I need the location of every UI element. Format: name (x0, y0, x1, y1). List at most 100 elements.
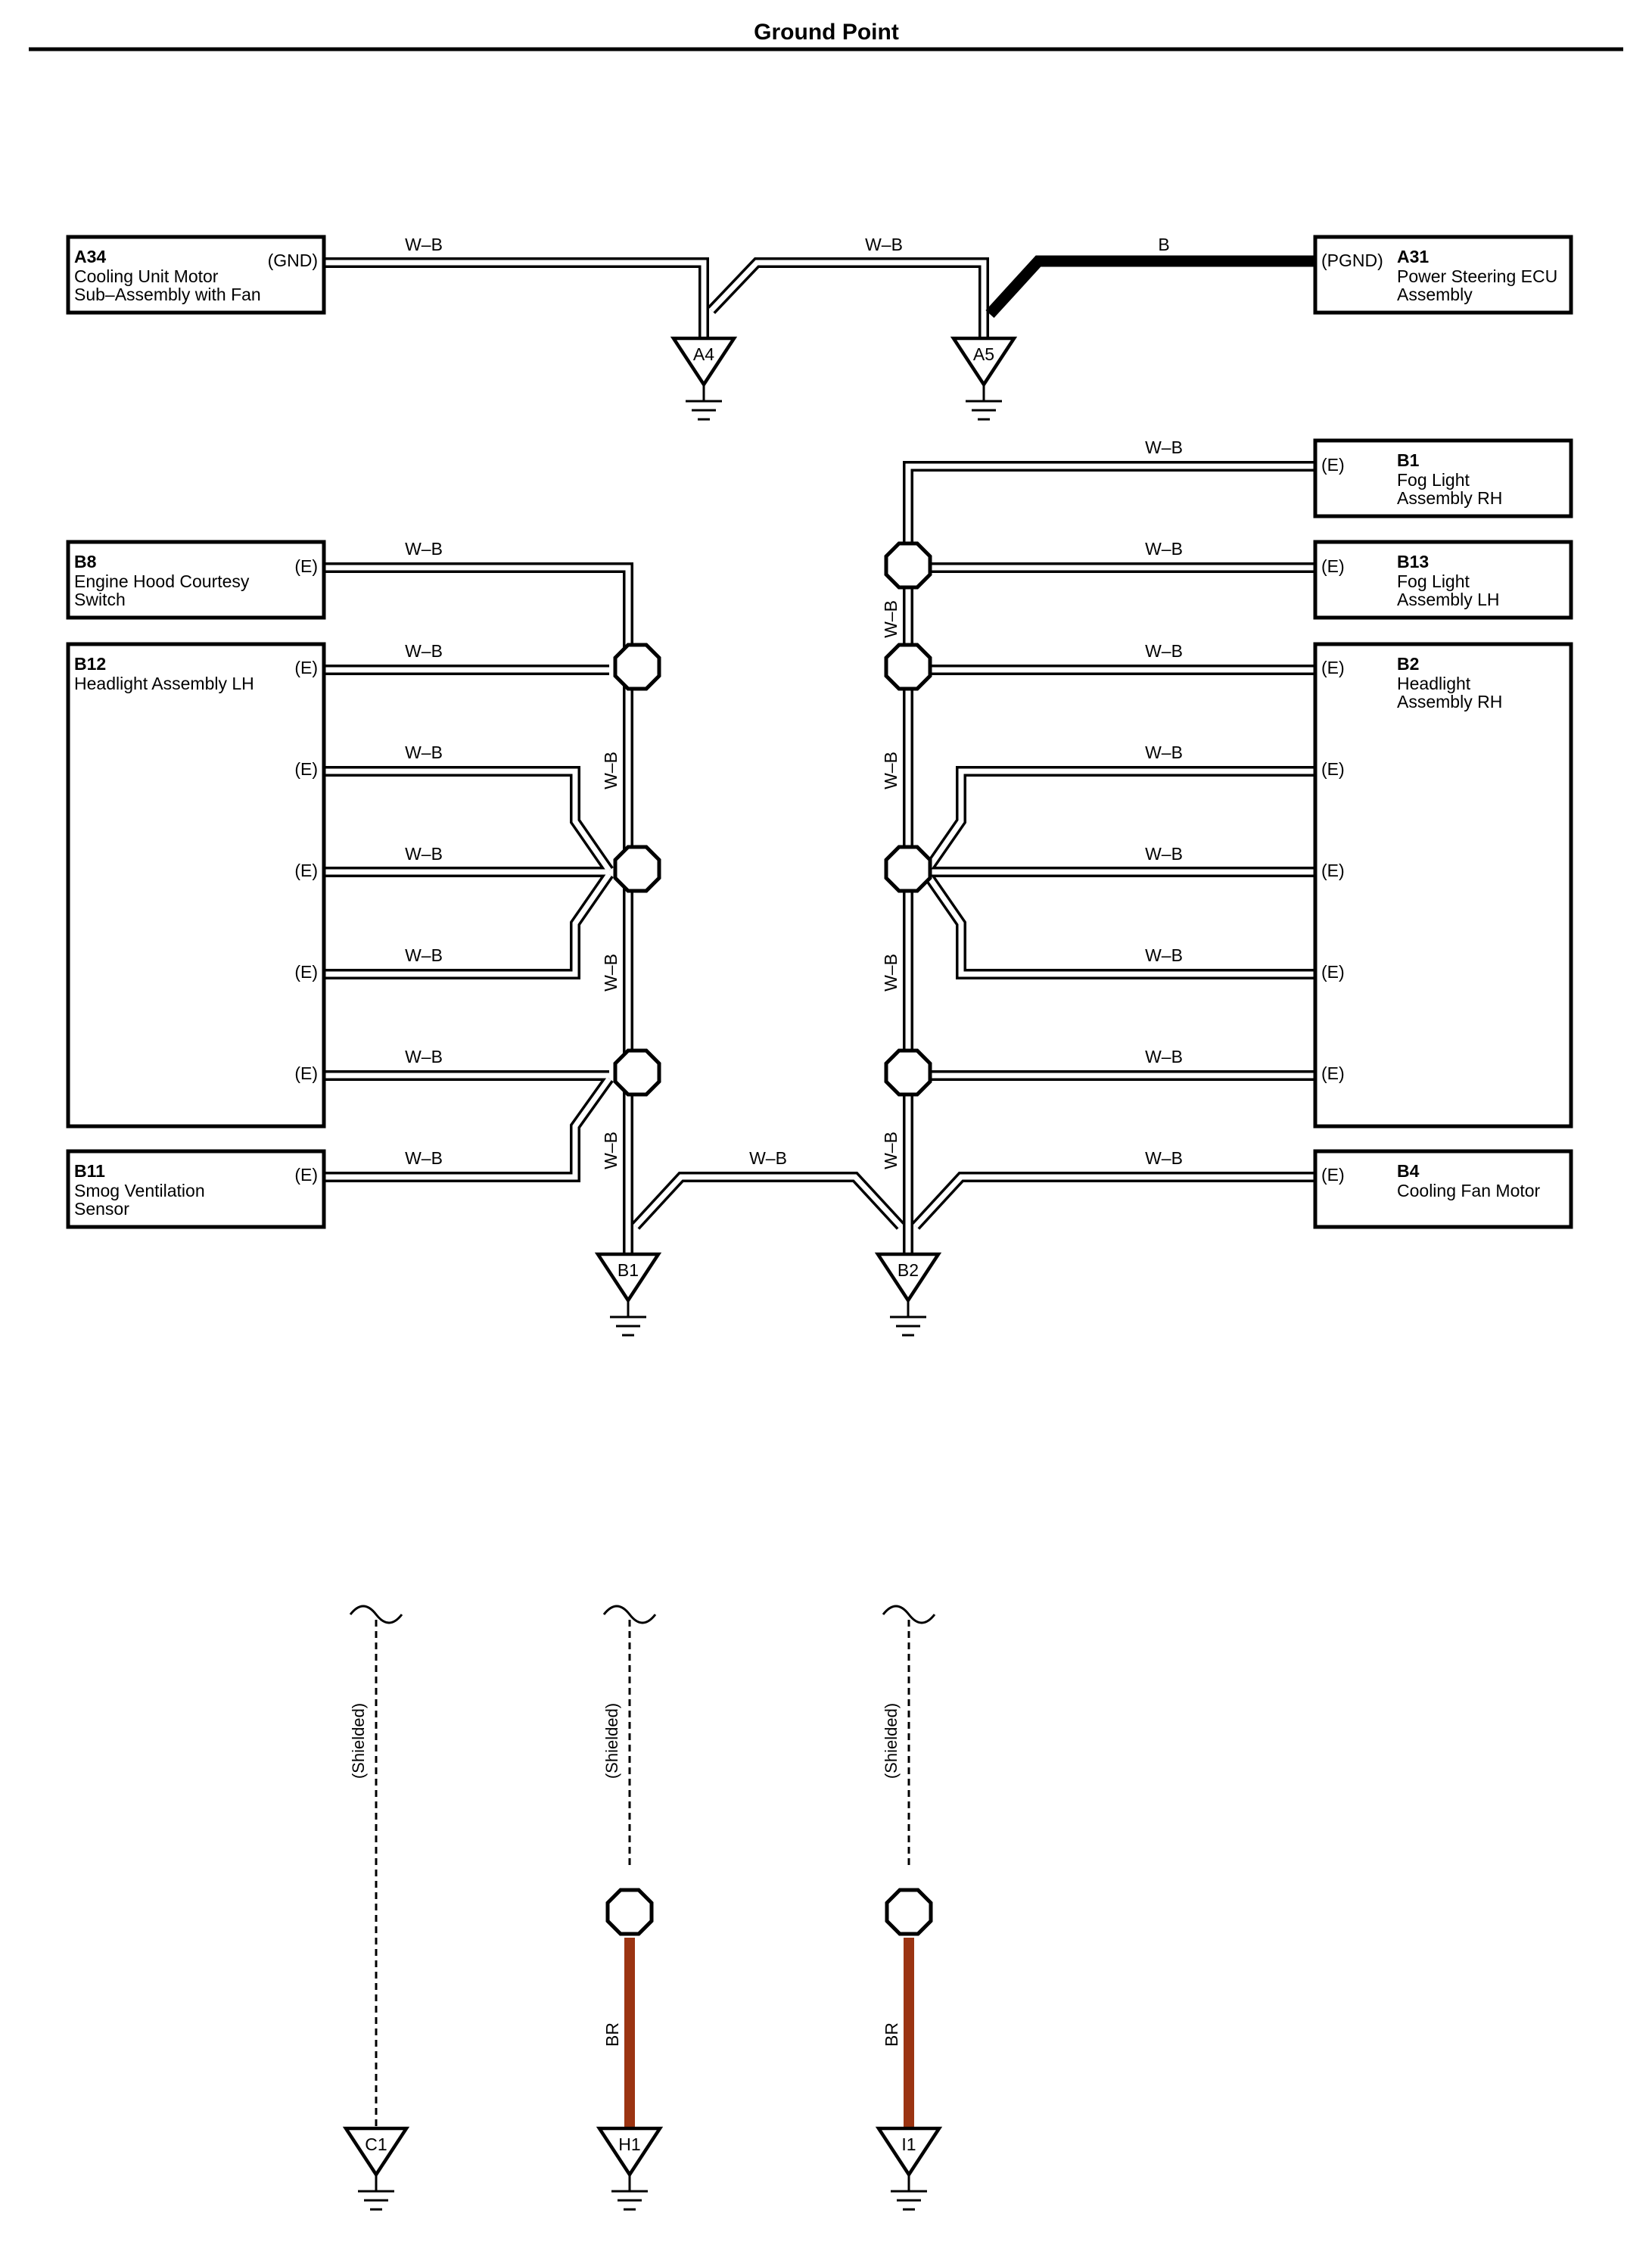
shielded-line-i1: (Shielded) BR (882, 1605, 936, 2128)
ground-symbol-icon (594, 1252, 662, 1337)
component-name: Cooling Unit Motor (74, 266, 219, 286)
wire-label: W–B (749, 1148, 787, 1168)
ground-symbol-icon (670, 336, 738, 421)
octagon-splice-icon (613, 643, 661, 691)
tilde-break-icon (349, 1605, 403, 1624)
component-a34: A34 Cooling Unit Motor Sub–Assembly with… (66, 235, 326, 315)
component-b12: B12 Headlight Assembly LH (E) (E) (E) (E… (66, 642, 326, 1129)
wire-label: W–B (881, 600, 901, 638)
pin-label: (E) (294, 658, 318, 677)
pin-label: (E) (1321, 658, 1345, 677)
octagon-splice-icon (884, 845, 932, 893)
ground-label-i1: I1 (901, 2134, 916, 2154)
pin-label: (PGND) (1321, 251, 1383, 270)
octagon-splice-icon (884, 1048, 932, 1097)
octagon-splice-icon (885, 1888, 933, 1936)
component-code: B4 (1397, 1161, 1420, 1181)
wire-label: W–B (405, 539, 443, 559)
component-code: B12 (74, 654, 106, 674)
tilde-break-icon (882, 1605, 936, 1624)
octagon-splice-icon (884, 643, 932, 691)
wire-label: W–B (405, 641, 443, 661)
tilde-break-icon (602, 1605, 657, 1624)
component-name: Sensor (74, 1199, 129, 1219)
page-title: Ground Point (754, 20, 899, 45)
component-code: B2 (1397, 654, 1419, 674)
wire-label: W–B (601, 954, 621, 992)
wire-a34-to-a4 (324, 257, 709, 341)
component-name: Sub–Assembly with Fan (74, 285, 261, 304)
ground-label-b2: B2 (898, 1260, 919, 1280)
component-name: Assembly RH (1397, 488, 1502, 508)
wire-label: W–B (601, 1132, 621, 1169)
component-name: Assembly LH (1397, 590, 1499, 609)
wire-label: W–B (881, 954, 901, 992)
component-name: Assembly (1397, 285, 1473, 304)
shielded-label: (Shielded) (882, 1703, 901, 1779)
component-name: Assembly RH (1397, 692, 1502, 711)
pin-label: (E) (294, 1165, 318, 1185)
wire-label: W–B (1145, 743, 1183, 762)
pin-label: (E) (1321, 962, 1345, 982)
component-name: Engine Hood Courtesy (74, 571, 250, 591)
wire-label: W–B (881, 1132, 901, 1169)
wire-label: B (1158, 235, 1169, 254)
ground-symbol-icon (950, 336, 1018, 421)
ground-symbol-icon (874, 1252, 942, 1337)
component-name: Smog Ventilation (74, 1181, 205, 1200)
left-harness-wires (324, 562, 905, 1256)
wire-label: W–B (405, 1148, 443, 1168)
pin-label: (E) (1321, 556, 1345, 576)
component-name: Headlight (1397, 674, 1471, 693)
component-name: Power Steering ECU (1397, 266, 1557, 286)
shielded-label: (Shielded) (349, 1703, 368, 1779)
component-code: B8 (74, 552, 97, 571)
wire-label: BR (882, 2022, 901, 2047)
ground-label-a5: A5 (973, 344, 994, 364)
octagon-splice-icon (613, 1048, 661, 1097)
wire-label: W–B (405, 945, 443, 965)
ground-symbol-icon (875, 2126, 943, 2211)
component-name: Switch (74, 590, 126, 609)
wire-label: W–B (405, 235, 443, 254)
shielded-label: (Shielded) (602, 1703, 621, 1779)
wire-label: W–B (1145, 1047, 1183, 1066)
pin-label: (E) (1321, 1165, 1345, 1185)
pin-label: (E) (1321, 455, 1345, 475)
pin-label: (E) (1321, 1063, 1345, 1083)
wire-label: W–B (1145, 539, 1183, 559)
shielded-line-c1: (Shielded) (349, 1605, 403, 2127)
component-name: Fog Light (1397, 470, 1470, 490)
ground-label-h1: H1 (618, 2134, 640, 2154)
wire-label: BR (602, 2022, 622, 2047)
ground-label-a4: A4 (693, 344, 714, 364)
ground-symbol-icon (596, 2126, 664, 2211)
wire-label: W–B (601, 752, 621, 789)
component-name: Headlight Assembly LH (74, 674, 254, 693)
component-code: B1 (1397, 450, 1420, 470)
wire-label: W–B (1145, 437, 1183, 457)
ground-label-b1: B1 (618, 1260, 639, 1280)
component-b2: B2 Headlight Assembly RH (E) (E) (E) (E)… (1313, 642, 1573, 1129)
wire-label: W–B (405, 1047, 443, 1066)
octagon-splice-icon (884, 541, 932, 590)
component-b8: B8 Engine Hood Courtesy Switch (E) (66, 540, 326, 620)
octagon-splice-icon (613, 845, 661, 893)
component-code: B13 (1397, 552, 1429, 571)
wire-a31-to-a5 (985, 255, 1315, 319)
pin-label: (E) (1321, 759, 1345, 779)
component-b11: B11 Smog Ventilation Sensor (E) (66, 1149, 326, 1229)
pin-label: (E) (294, 1063, 318, 1083)
pin-label: (E) (294, 759, 318, 779)
shielded-line-h1: (Shielded) BR (602, 1605, 657, 2128)
wire-label: W–B (1145, 641, 1183, 661)
component-code: A34 (74, 247, 106, 266)
component-name: Cooling Fan Motor (1397, 1181, 1541, 1200)
pin-label: (E) (1321, 861, 1345, 880)
wire-label: W–B (1145, 844, 1183, 864)
wire-label: W–B (1145, 945, 1183, 965)
wire-label: W–B (405, 743, 443, 762)
ground-symbol-icon (342, 2126, 410, 2211)
pin-label: (E) (294, 556, 318, 576)
